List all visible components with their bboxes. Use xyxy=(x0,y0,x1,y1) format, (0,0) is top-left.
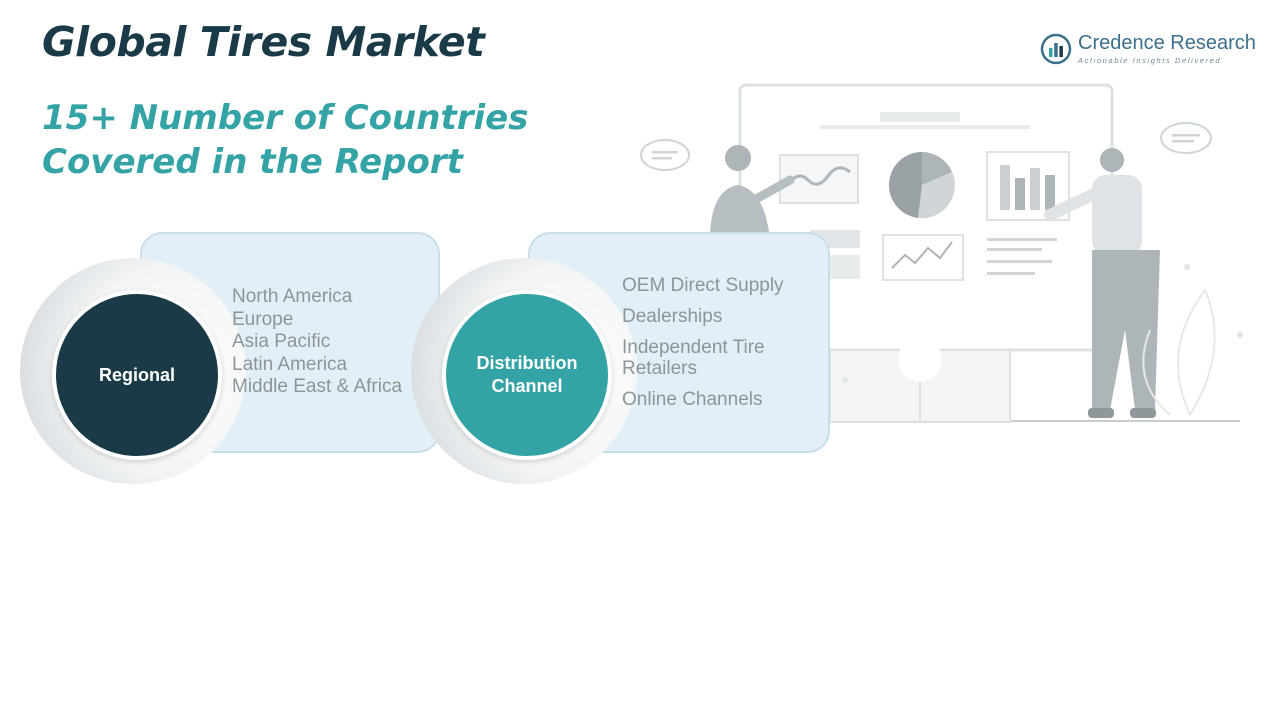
logo-name: Credence Research xyxy=(1078,32,1256,55)
distribution-label-line-1: Distribution xyxy=(476,353,578,373)
bar-chart-circle-icon xyxy=(1040,33,1072,65)
list-item: Asia Pacific xyxy=(232,331,331,352)
distribution-label: Distribution Channel xyxy=(477,352,578,398)
list-item: OEM Direct Supply xyxy=(622,275,784,296)
credence-research-logo: Credence Research Actionable Insights De… xyxy=(1040,32,1256,68)
distribution-disc: Distribution Channel xyxy=(442,290,612,460)
page-title: Global Tires Market xyxy=(42,18,485,66)
list-item: Middle East & Africa xyxy=(232,376,403,397)
list-item: Online Channels xyxy=(622,389,763,410)
list-item: Dealerships xyxy=(622,306,723,327)
logo-tagline: Actionable Insights Delivered xyxy=(1078,56,1222,65)
subtitle-line-2: Covered in the Report xyxy=(42,142,463,182)
regional-disc: Regional xyxy=(52,290,222,460)
logo-name-part2: Research xyxy=(1164,32,1256,54)
regional-label: Regional xyxy=(98,364,175,385)
presentation-illustration xyxy=(640,83,1243,423)
logo-name-part1: Credence xyxy=(1078,32,1165,54)
regional-list: North America Europe Asia Pacific Latin … xyxy=(232,286,402,399)
list-item: Europe xyxy=(232,308,294,330)
list-item: Retailers xyxy=(622,358,697,379)
list-item: North America xyxy=(232,286,353,307)
distribution-list: OEM Direct Supply Dealerships Independen… xyxy=(622,275,784,420)
subtitle-line-1: 15+ Number of Countries xyxy=(42,98,529,138)
page-subtitle: 15+ Number of Countries Covered in the R… xyxy=(42,96,528,184)
list-item: Latin America xyxy=(232,353,348,375)
distribution-label-line-2: Channel xyxy=(491,376,563,396)
list-item: Independent Tire xyxy=(622,337,765,358)
